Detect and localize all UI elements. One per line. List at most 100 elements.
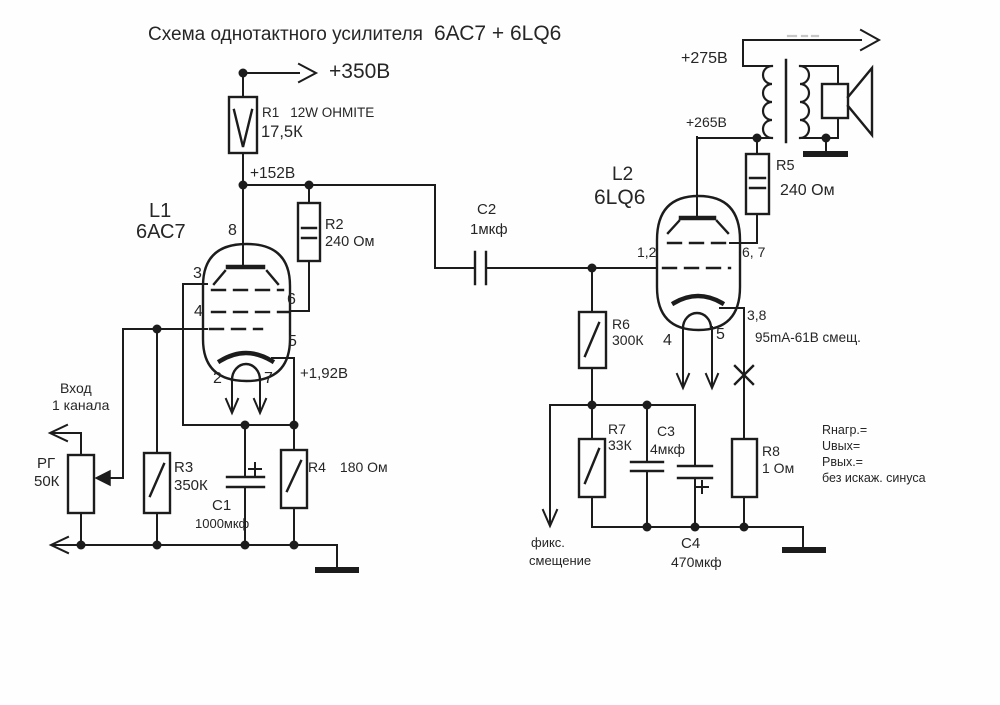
heater-arrows-l2 [675, 326, 720, 391]
r2-value: 240 Ом [325, 234, 375, 250]
ground-rail-right [591, 526, 826, 553]
r4-ref: R4 [308, 459, 326, 475]
r5-ref: R5 [776, 158, 795, 174]
voltage-350: +350В [329, 60, 391, 83]
tube-l1 [201, 184, 292, 416]
r1-note: 12W OHMITE [290, 105, 375, 120]
l2-type: 6LQ6 [594, 186, 646, 209]
r6-ref: R6 [612, 316, 630, 332]
l1-pin-g2: 6 [287, 291, 296, 308]
l1-pin-plate: 8 [228, 222, 237, 239]
voltage-265: +265В [686, 114, 727, 130]
resistor-r7 [577, 404, 607, 528]
l2-pin-screen: 6, 7 [742, 244, 766, 260]
cathode-l1 [216, 350, 276, 365]
primary-winding [761, 64, 774, 140]
plus-sign [695, 480, 709, 494]
c4-ref: C4 [681, 535, 701, 552]
output-notes: Rнагр.= Uвых= Рвых.= без искаж. синуса [822, 422, 926, 486]
resistor-r3 [142, 451, 172, 546]
r4-label: R4 180 Ом [308, 460, 388, 475]
l1-pin-g1: 4 [194, 303, 203, 320]
heater-dome-l1 [230, 362, 262, 382]
l1-pin-cathode: 5 [288, 333, 297, 350]
l2-pin-cathode: 3,8 [747, 307, 767, 323]
input-label-1: Вход [60, 380, 92, 396]
r8-value: 1 Ом [762, 460, 795, 476]
rg-ref: РГ [37, 455, 56, 472]
voltage-cathode-l1: +1,92В [300, 365, 348, 382]
l1-ref: L1 [149, 200, 172, 222]
c1-ref: C1 [212, 497, 232, 514]
r3-ref: R3 [174, 459, 194, 476]
r1-value: 17,5К [261, 123, 303, 141]
c1-value: 1000мкф [195, 516, 250, 531]
resistor-r2 [289, 184, 322, 312]
wire-l2-cathode [719, 307, 755, 440]
l2-ref: L2 [612, 164, 634, 185]
title-tubes: 6АС7 + 6LQ6 [433, 22, 562, 45]
r1-ref: R1 [262, 105, 280, 120]
junction-dots [76, 68, 831, 550]
potentiometer-rg [47, 423, 111, 546]
c2-ref: C2 [477, 201, 497, 218]
capacitor-c4 [676, 404, 714, 528]
output-transformer [696, 28, 882, 157]
l2-pin-grid: 1,2 [637, 244, 657, 260]
arrow-right-icon [859, 28, 882, 52]
capacitor-c1 [225, 424, 266, 546]
arrow-down-icon [541, 508, 559, 529]
fixed-bias-label-2: смещение [529, 553, 592, 568]
r7-ref: R7 [608, 421, 626, 437]
voltage-152: +152В [250, 165, 296, 182]
r2-ref: R2 [325, 217, 344, 233]
c2-value: 1мкф [470, 221, 508, 238]
resistor-r1 [227, 95, 259, 155]
x-mark-icon [733, 364, 755, 386]
c4-value: 470мкф [671, 554, 722, 570]
l1-pin-heater-b: 7 [264, 370, 273, 387]
note-rload: Rнагр.= [822, 423, 868, 437]
title-main: Схема однотактного усилителя [148, 24, 423, 45]
l2-pin-heater-a: 4 [663, 332, 672, 349]
r8-ref: R8 [762, 443, 780, 459]
speaker-icon [820, 64, 874, 139]
ground-rail-left [48, 535, 359, 573]
r1-label: R1 12W OHMITE [262, 105, 375, 120]
r7-value: 33К [608, 437, 632, 453]
r6-value: 300К [612, 332, 644, 348]
bias-rail [541, 404, 696, 529]
voltage-275: +275В [681, 50, 728, 67]
r4-value: 180 Ом [339, 459, 388, 475]
r3-value: 350К [174, 477, 208, 494]
l1-pin-heater-a: 2 [213, 370, 222, 387]
wire-l1-pins [109, 283, 295, 479]
arrow-left-icon [48, 535, 70, 555]
capacitor-c3 [629, 404, 665, 528]
resistor-r6 [577, 267, 608, 406]
heater-arrows-l1 [224, 378, 268, 416]
l1-type: 6АС7 [136, 221, 186, 243]
input-label-2: 1 канала [52, 397, 110, 413]
tube-l2 [655, 136, 742, 391]
cathode-l2 [670, 293, 726, 307]
resistor-r8 [730, 437, 759, 528]
c3-value: 4мкф [650, 441, 686, 457]
page-title: Схема однотактного усилителя 6АС7 + 6LQ6 [148, 22, 562, 45]
arrow-left-icon [47, 423, 69, 443]
bias-current-note: 95mA-61В смещ. [755, 330, 861, 345]
fixed-bias-label-1: фикс. [531, 535, 565, 550]
c3-ref: C3 [657, 423, 675, 439]
arrow-right-icon [297, 62, 319, 84]
wire-l2-screen [729, 213, 758, 244]
note-uout: Uвых= [822, 439, 861, 453]
note-no-distortion: без искаж. синуса [822, 471, 926, 485]
note-pout: Рвых.= [822, 455, 863, 469]
heater-dome-l2 [681, 311, 713, 330]
resistor-r5 [744, 152, 771, 216]
l2-pin-heater-b: 5 [716, 326, 725, 343]
l1-pin-g3: 3 [193, 265, 202, 282]
r5-value: 240 Ом [780, 182, 835, 199]
